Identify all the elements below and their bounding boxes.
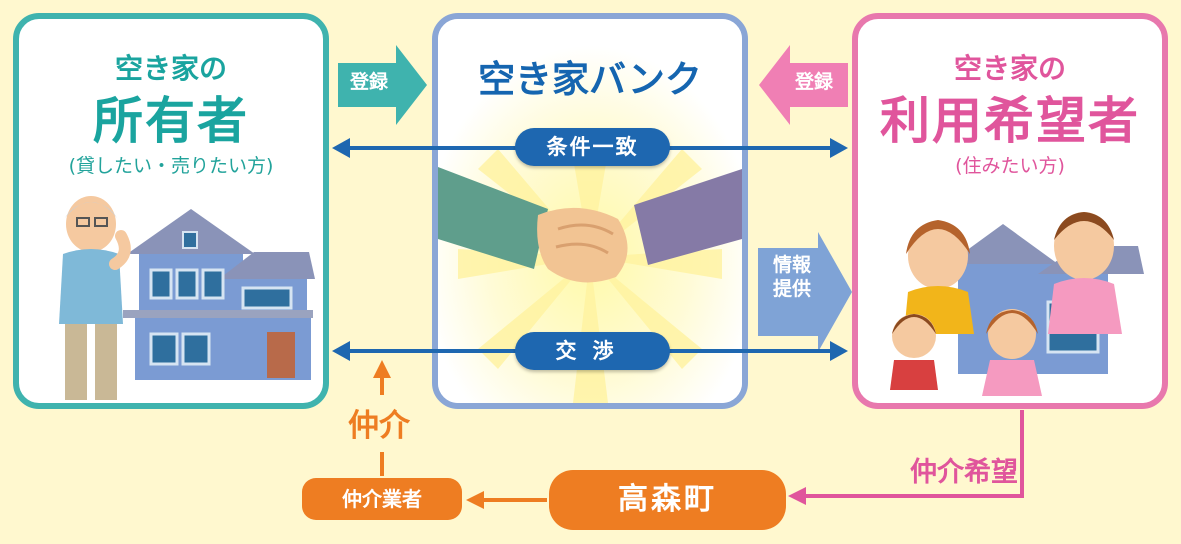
elderly-man-figure bbox=[59, 196, 131, 400]
mediation-arrowhead bbox=[373, 360, 391, 378]
seeker-illustration bbox=[890, 212, 1144, 396]
negotiation-arrowhead-right bbox=[830, 341, 848, 361]
seeker-panel: 空き家の 利用希望者 (住みたい方) bbox=[852, 13, 1168, 409]
seeker-registration-label: 登録 bbox=[794, 71, 833, 93]
bank-title: 空き家バンク bbox=[478, 58, 702, 101]
owner-illustration bbox=[59, 196, 315, 400]
owner-heading-prefix: 空き家の bbox=[114, 52, 227, 85]
match-arrowhead-right bbox=[830, 138, 848, 158]
seeker-subheading: (住みたい方) bbox=[955, 155, 1065, 177]
info-provision-label: 情報 提供 bbox=[762, 254, 822, 302]
handshake-illustration bbox=[438, 167, 742, 283]
seeker-heading-prefix: 空き家の bbox=[953, 52, 1066, 85]
house-icon bbox=[123, 209, 315, 380]
owner-panel: 空き家の 所有者 (貸したい・売りたい方) bbox=[13, 13, 329, 409]
owner-heading: 所有者 bbox=[93, 92, 249, 150]
mediation-request-label: 仲介希望 bbox=[910, 457, 1018, 488]
info-provision-label-line1: 情報 bbox=[772, 254, 811, 276]
broker-box: 仲介業者 bbox=[302, 478, 462, 520]
mediation-label: 仲介 bbox=[348, 408, 410, 444]
family-figures bbox=[890, 212, 1122, 396]
seeker-heading: 利用希望者 bbox=[880, 92, 1140, 150]
town-box: 高森町 bbox=[549, 470, 786, 530]
match-badge: 条件一致 bbox=[515, 128, 670, 166]
match-arrowhead-left bbox=[332, 138, 350, 158]
town-to-broker-arrowhead bbox=[466, 491, 484, 509]
negotiation-badge: 交渉 bbox=[515, 332, 670, 370]
request-arrowhead bbox=[788, 487, 806, 505]
owner-subheading: (貸したい・売りたい方) bbox=[68, 155, 274, 177]
owner-registration-label: 登録 bbox=[349, 71, 388, 93]
info-provision-label-line2: 提供 bbox=[772, 277, 811, 300]
negotiation-arrowhead-left bbox=[332, 341, 350, 361]
